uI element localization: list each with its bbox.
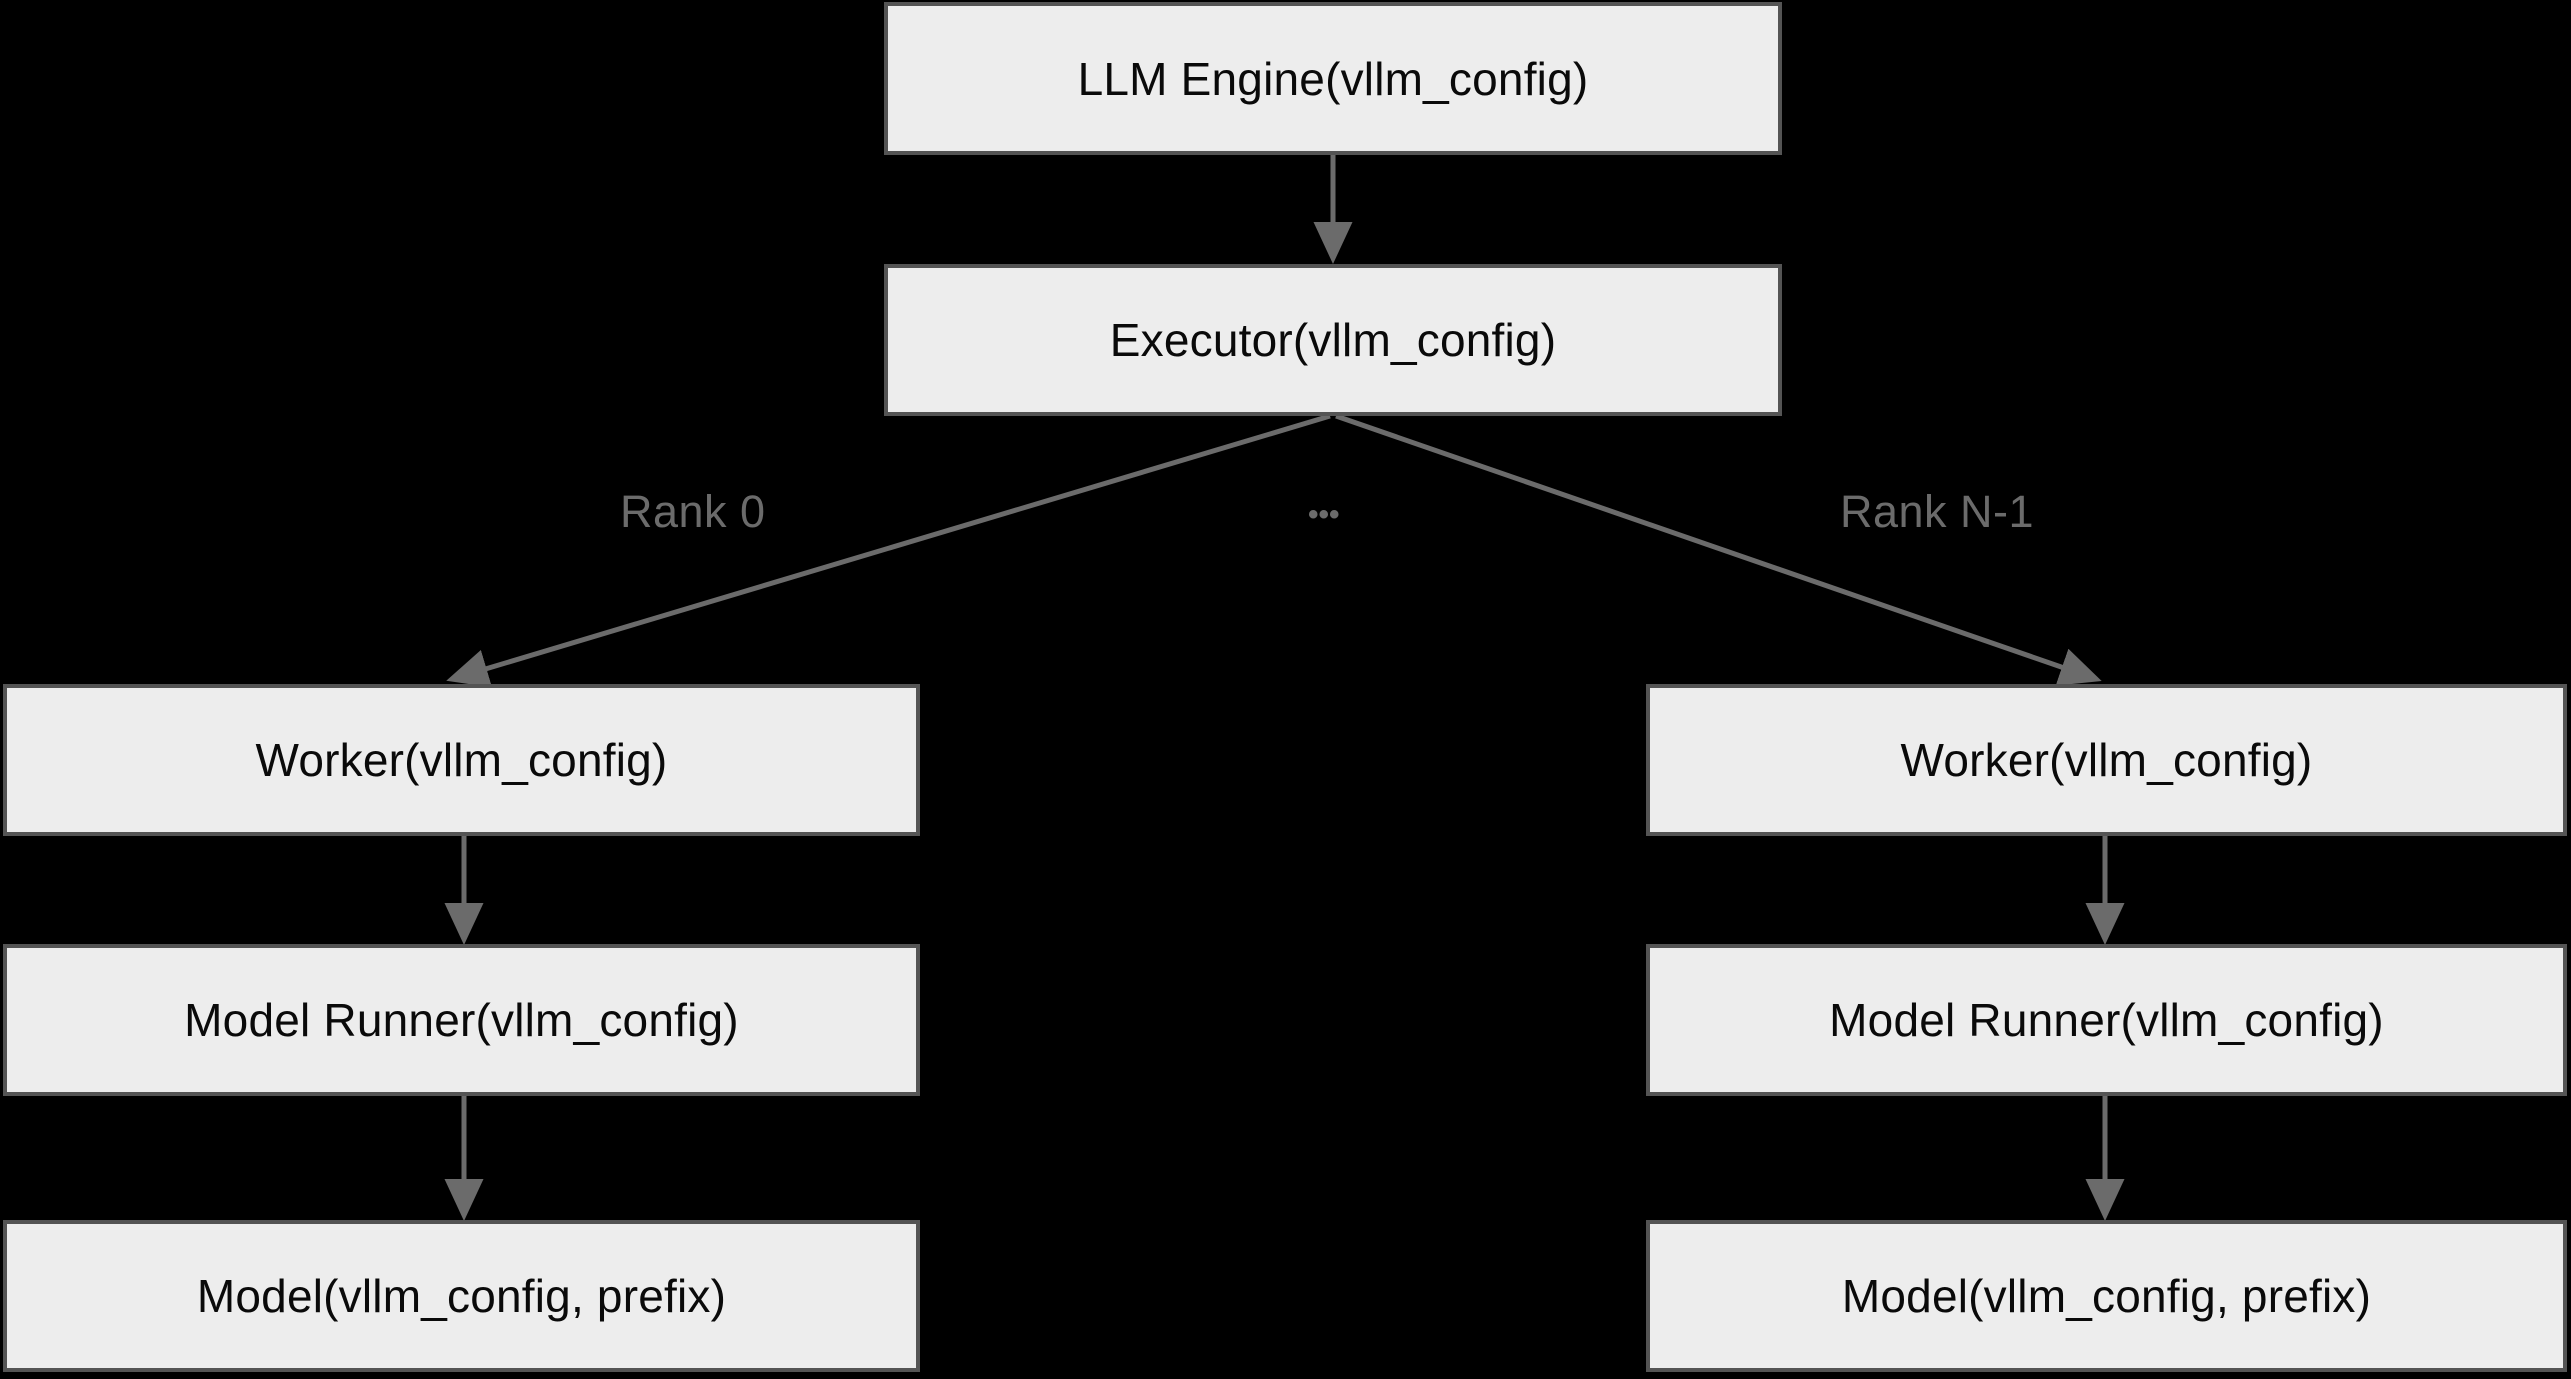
node-llm-engine-label: LLM Engine(vllm_config) [1077,52,1589,105]
node-worker-right[interactable]: Worker(vllm_config) [1646,684,2567,836]
node-model-runner-left[interactable]: Model Runner(vllm_config) [3,944,920,1096]
node-worker-left-label: Worker(vllm_config) [255,734,668,786]
node-worker-left[interactable]: Worker(vllm_config) [3,684,920,836]
node-model-right[interactable]: Model(vllm_config, prefix) [1646,1220,2567,1372]
node-model-right-label: Model(vllm_config, prefix) [1841,1270,2372,1322]
node-model-left-label: Model(vllm_config, prefix) [196,1270,727,1322]
edge-executor-to-worker-left [446,413,1331,688]
node-model-left[interactable]: Model(vllm_config, prefix) [3,1220,920,1372]
edge-label-rank-0: Rank 0 [620,486,766,537]
node-llm-engine[interactable]: LLM Engine(vllm_config) [884,2,1782,155]
edge-label-rank-n-minus-1: Rank N-1 [1840,486,2035,537]
node-executor[interactable]: Executor(vllm_config) [884,264,1782,416]
node-executor-label: Executor(vllm_config) [1109,314,1557,366]
node-model-runner-right[interactable]: Model Runner(vllm_config) [1646,944,2567,1096]
node-model-runner-left-label: Model Runner(vllm_config) [184,994,739,1046]
node-worker-right-label: Worker(vllm_config) [1900,734,2313,786]
edge-label-ellipsis: ••• [1308,498,1340,531]
node-model-runner-right-label: Model Runner(vllm_config) [1829,994,2384,1046]
edge-executor-to-worker-right [1335,413,2102,686]
